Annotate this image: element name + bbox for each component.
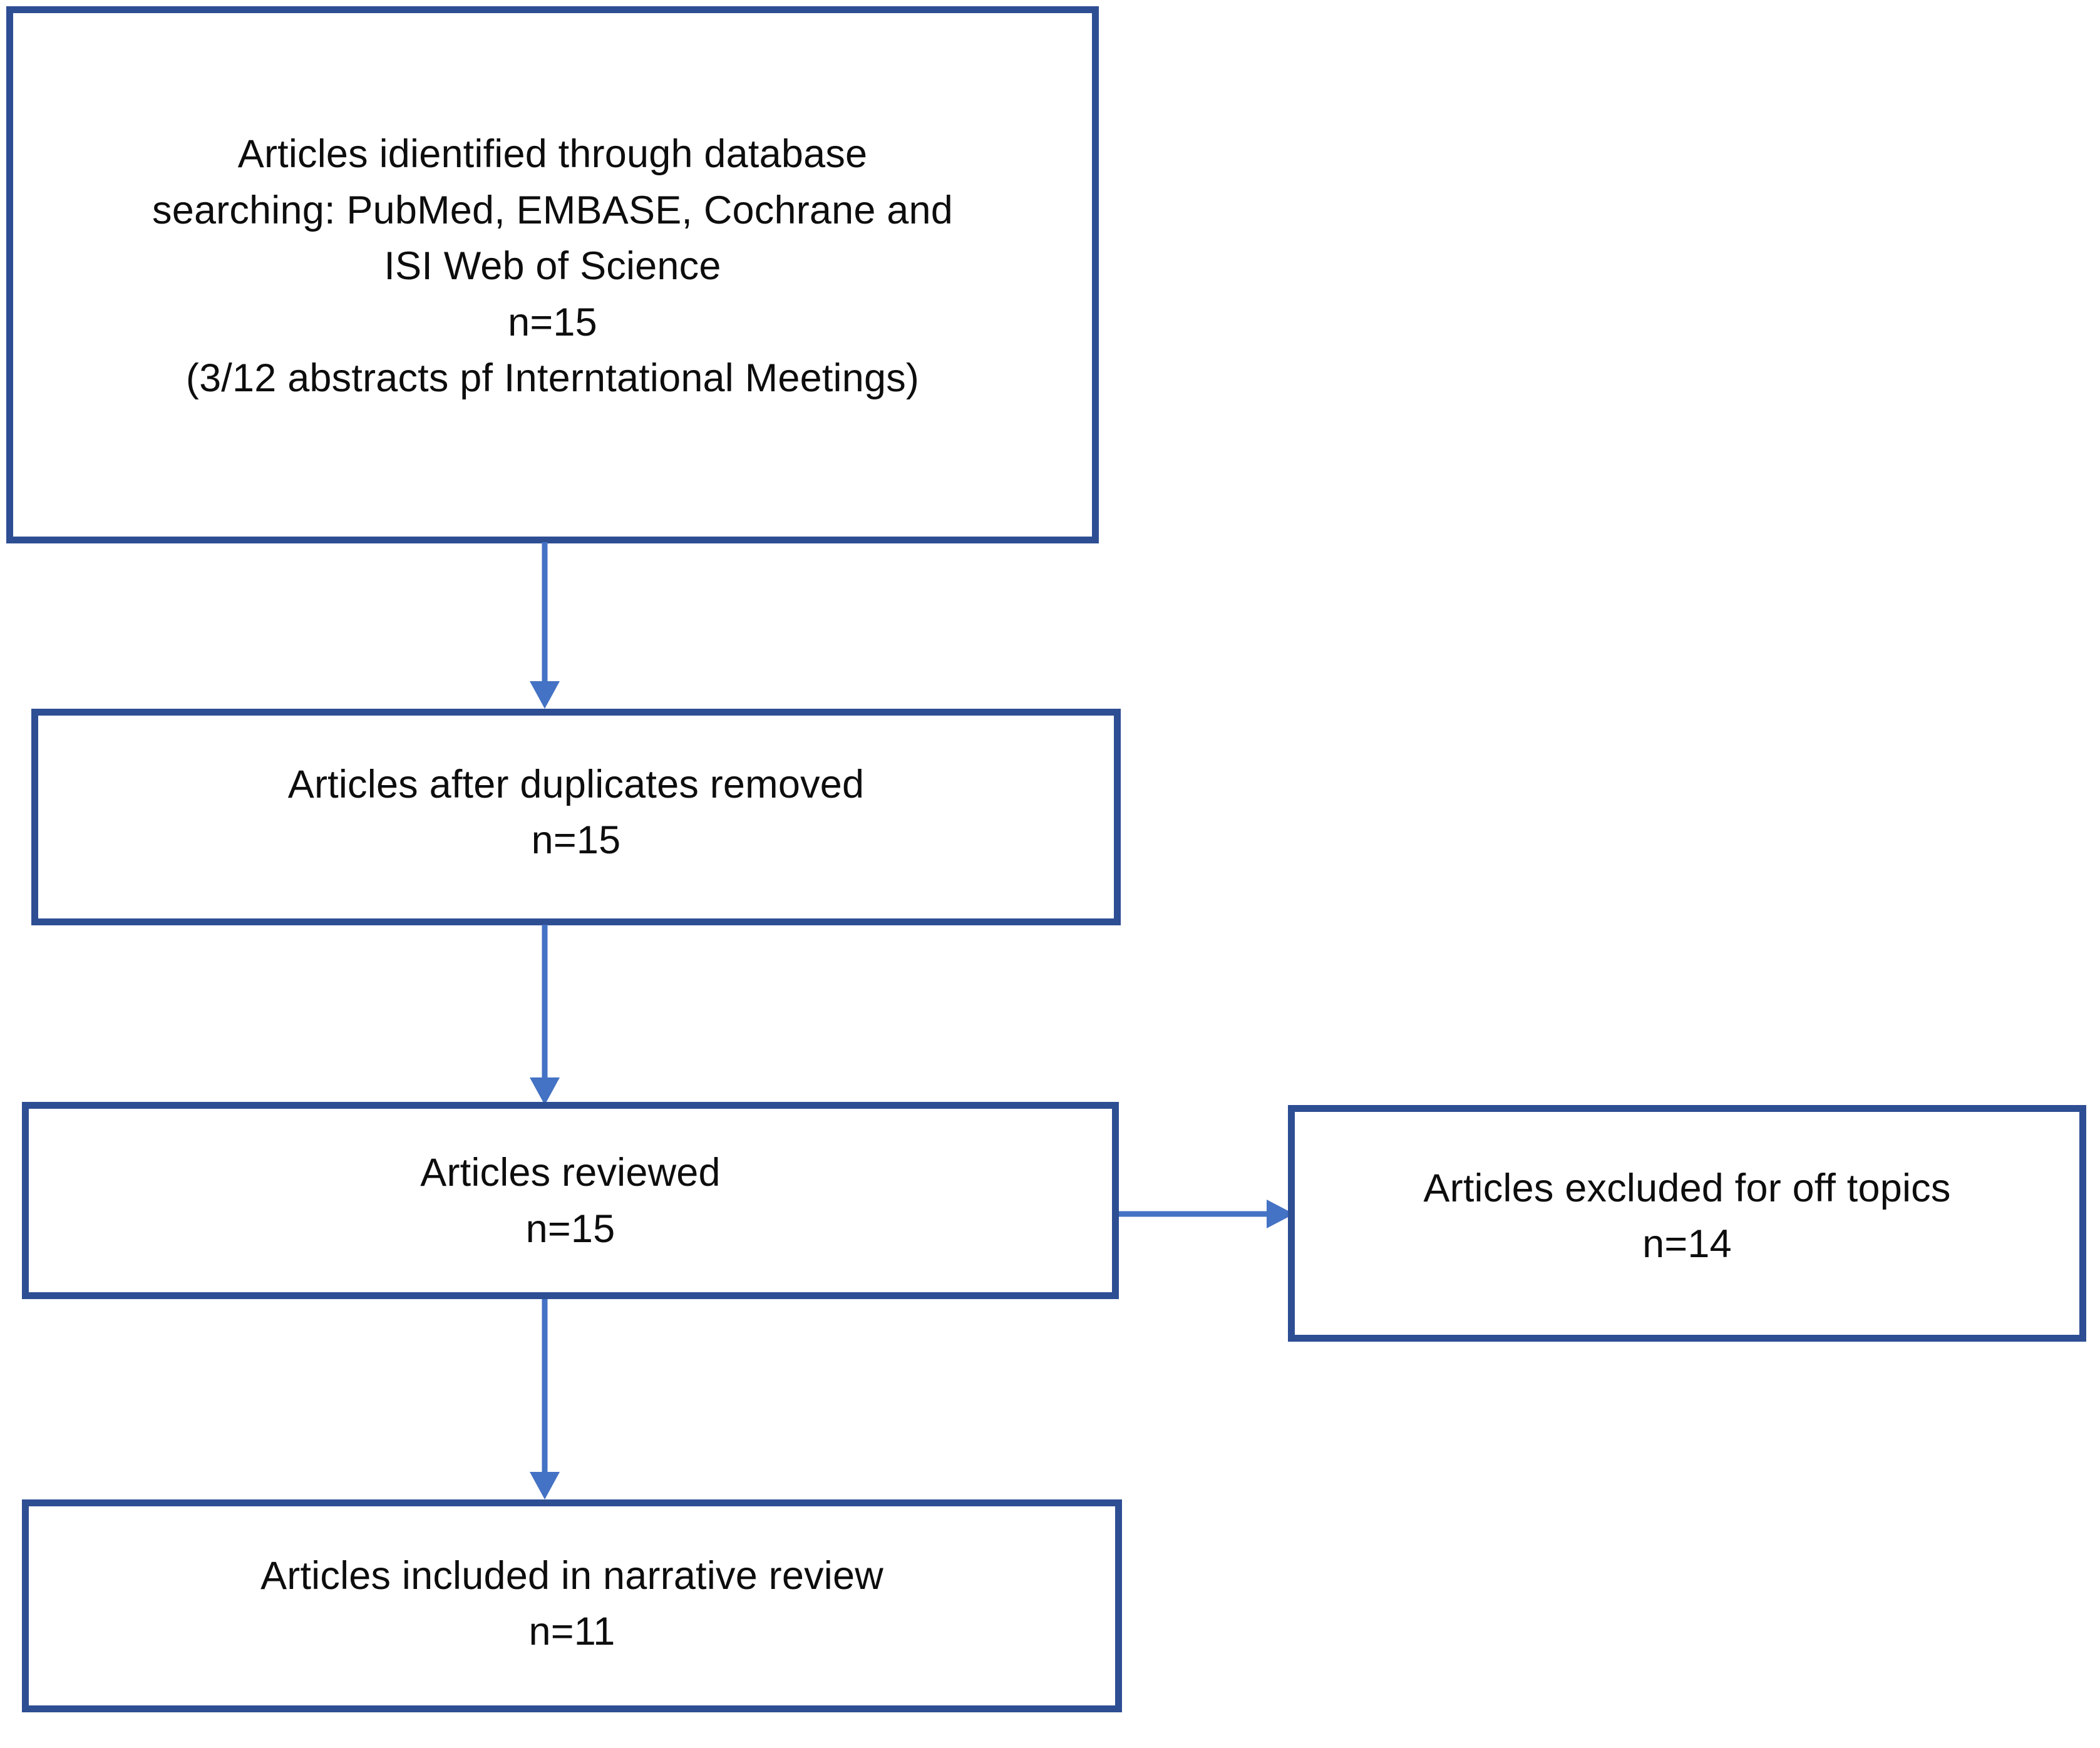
box-text-line: ISI Web of Science — [384, 244, 721, 289]
box-count-line: n=15 — [531, 818, 621, 862]
box-text-line: Articles after duplicates removed — [287, 762, 865, 806]
box-count-line: n=15 — [525, 1206, 615, 1251]
box-text-line: Articles reviewed — [420, 1151, 721, 1195]
articles-after-duplicates-text: Articles after duplicates removed n=15 — [288, 757, 865, 869]
arrow-duplicates-to-reviewed — [525, 925, 564, 1106]
articles-reviewed-box: Articles reviewed n=15 — [22, 1102, 1119, 1299]
box-text-line: Articles included in narrative review — [260, 1553, 883, 1598]
box-count-line: n=14 — [1642, 1222, 1732, 1266]
box-text-line: searching: PubMed, EMBASE, Cochrane and — [152, 188, 953, 232]
box-text-line: Articles idientified through database — [237, 132, 868, 177]
box-count-line: n=11 — [528, 1610, 615, 1653]
box-text-line: (3/12 abstracts pf Interntational Meetin… — [185, 356, 920, 401]
articles-after-duplicates-box: Articles after duplicates removed n=15 — [31, 709, 1121, 925]
articles-identified-text: Articles idientified through database se… — [152, 126, 953, 406]
box-count-line: n=15 — [508, 300, 597, 344]
box-text-line: Articles excluded for off topics — [1423, 1166, 1951, 1210]
articles-identified-box: Articles idientified through database se… — [6, 6, 1099, 543]
arrow-identified-to-duplicates — [525, 542, 564, 710]
arrow-reviewed-to-included — [525, 1299, 564, 1501]
articles-excluded-text: Articles excluded for off topics n=14 — [1423, 1161, 1950, 1273]
articles-included-text: Articles included in narrative review n=… — [260, 1548, 883, 1660]
arrow-reviewed-to-excluded — [1119, 1195, 1295, 1233]
articles-reviewed-text: Articles reviewed n=15 — [420, 1145, 721, 1257]
articles-excluded-box: Articles excluded for off topics n=14 — [1288, 1105, 2086, 1342]
articles-included-box: Articles included in narrative review n=… — [22, 1499, 1122, 1712]
